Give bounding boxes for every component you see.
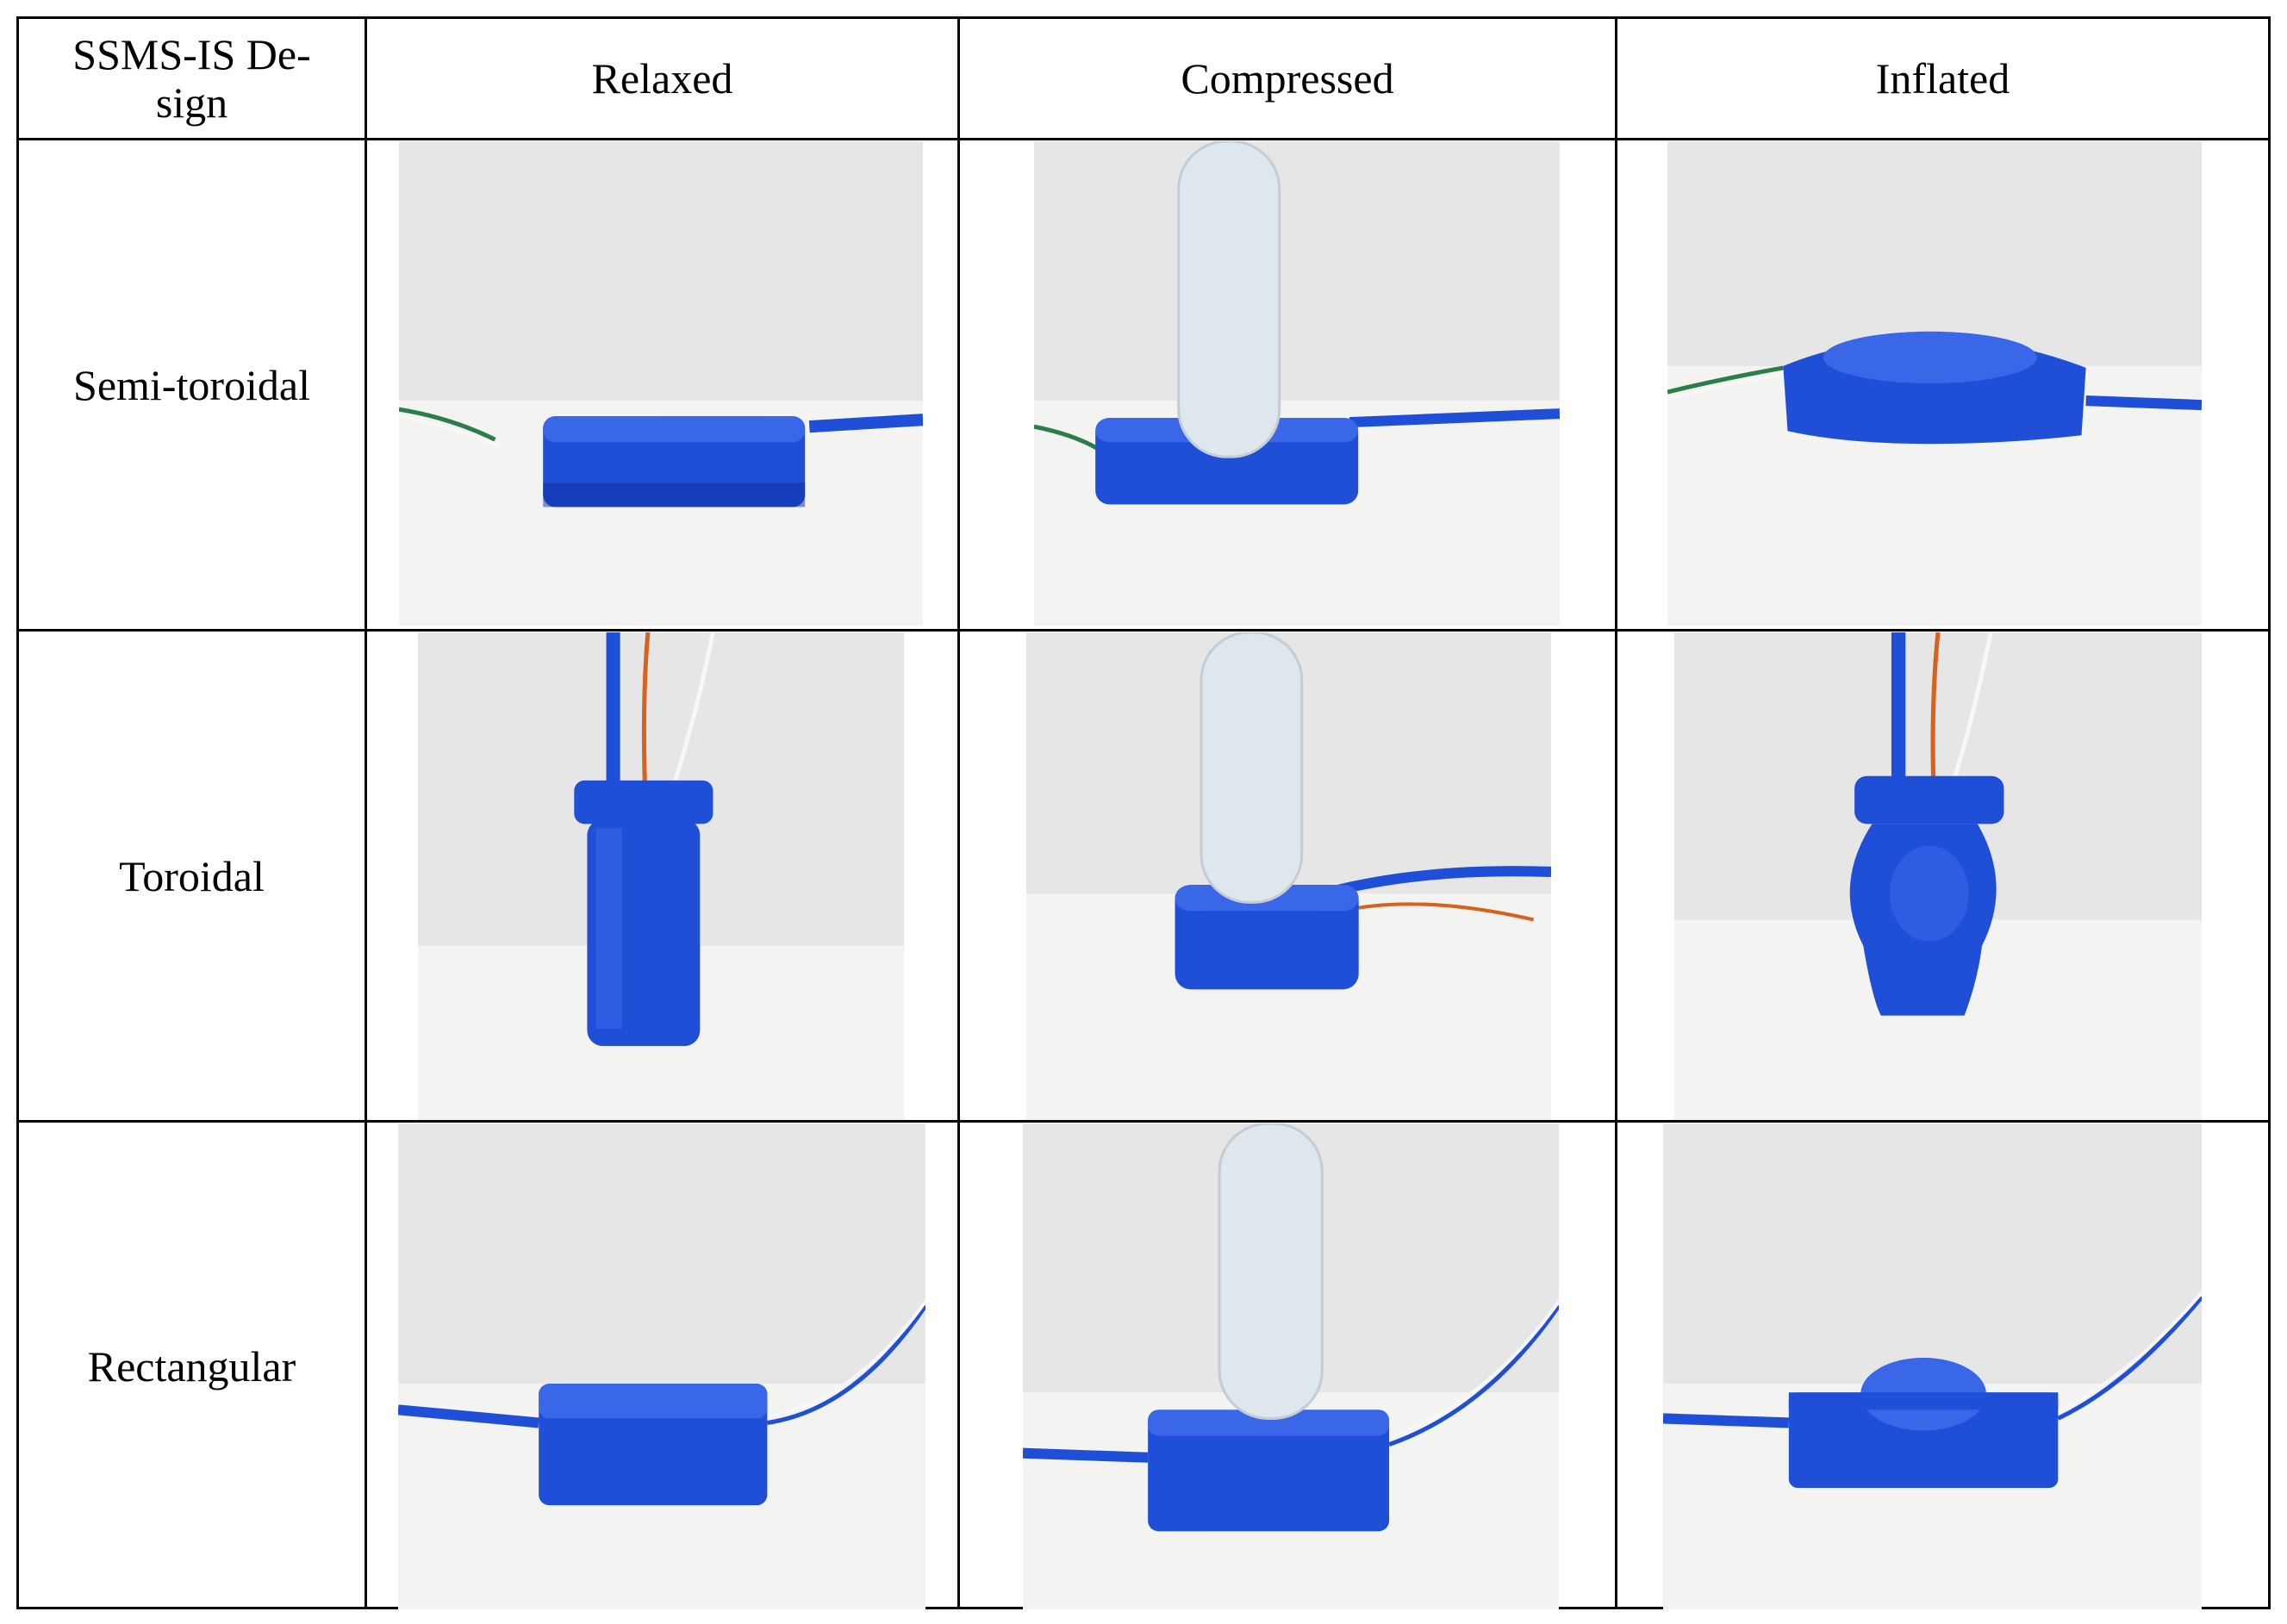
row-label-semi-toroidal: Semi-toroidal: [73, 360, 310, 409]
photo-semi-toroidal-relaxed: [399, 141, 923, 625]
row-divider: [19, 138, 2268, 140]
row-label-rectangular: Rectangular: [87, 1341, 296, 1391]
photo-toroidal-relaxed: [418, 632, 904, 1120]
photo-rectangular-compressed: [1023, 1123, 1559, 1609]
column-divider: [365, 19, 367, 1607]
column-header-compressed: Compressed: [1181, 54, 1394, 103]
photo-semi-toroidal-inflated: [1667, 141, 2202, 625]
photo-rectangular-relaxed: [398, 1123, 925, 1609]
row-divider: [19, 1120, 2268, 1123]
row-divider: [19, 629, 2268, 632]
column-divider: [957, 19, 960, 1607]
photo-toroidal-compressed: [1026, 632, 1551, 1120]
photo-toroidal-inflated: [1674, 632, 2202, 1120]
row-label-toroidal: Toroidal: [119, 851, 265, 900]
column-header-relaxed: Relaxed: [591, 54, 733, 103]
column-divider: [1615, 19, 1617, 1607]
photo-semi-toroidal-compressed: [1034, 141, 1560, 625]
corner-header: SSMS-IS De- sign: [72, 30, 311, 127]
photo-rectangular-inflated: [1663, 1123, 2202, 1609]
column-header-inflated: Inflated: [1875, 54, 2010, 103]
design-comparison-table: SSMS-IS De- sign Relaxed Compressed Infl…: [16, 16, 2271, 1609]
